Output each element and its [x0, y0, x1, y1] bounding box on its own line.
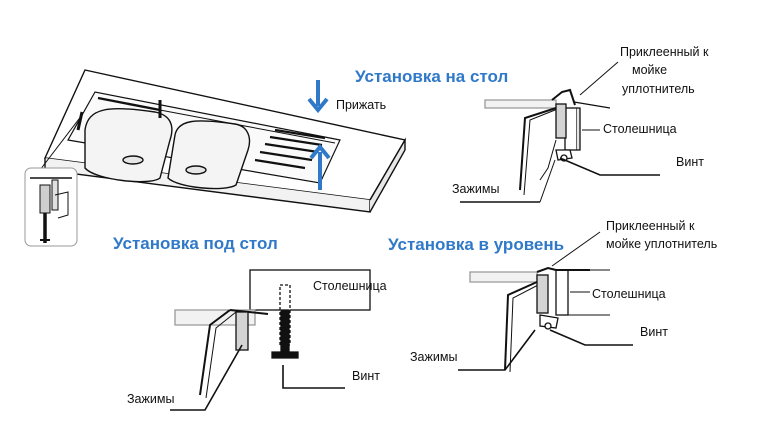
flush-clamps-label: Зажимы: [410, 350, 457, 364]
sink-illustration: [43, 69, 407, 213]
under-table-screw-label: Винт: [352, 369, 380, 383]
flush-title: Установка в уровень: [388, 235, 564, 254]
flush-countertop-label: Столешница: [592, 287, 666, 301]
flush-seal-label-1: Приклеенный к: [606, 219, 695, 233]
flush-screw-label: Винт: [640, 325, 668, 339]
on-table-seal-label-3: уплотнитель: [622, 82, 695, 96]
on-table-seal-label-2: мойке: [632, 63, 667, 77]
arrow-up-icon: [309, 143, 331, 190]
under-table-drawing: [170, 269, 371, 411]
on-table-clamps-label: Зажимы: [452, 182, 499, 196]
under-table-clamps-label: Зажимы: [127, 392, 174, 406]
on-table-drawing: [460, 61, 660, 203]
clamp-detail-inset: [24, 114, 83, 247]
flush-seal-label-2: мойке уплотнитель: [606, 237, 717, 251]
on-table-seal-label-1: Приклеенный к: [620, 45, 709, 59]
on-table-screw-label: Винт: [676, 155, 704, 169]
on-table-title: Установка на стол: [355, 67, 508, 86]
arrow-down-icon: [307, 80, 329, 114]
under-table-countertop-label: Столешница: [313, 279, 387, 293]
under-table-title: Установка под стол: [113, 234, 278, 253]
flush-drawing: [458, 231, 633, 373]
on-table-countertop-label: Столешница: [603, 122, 677, 136]
press-label: Прижать: [336, 98, 386, 112]
